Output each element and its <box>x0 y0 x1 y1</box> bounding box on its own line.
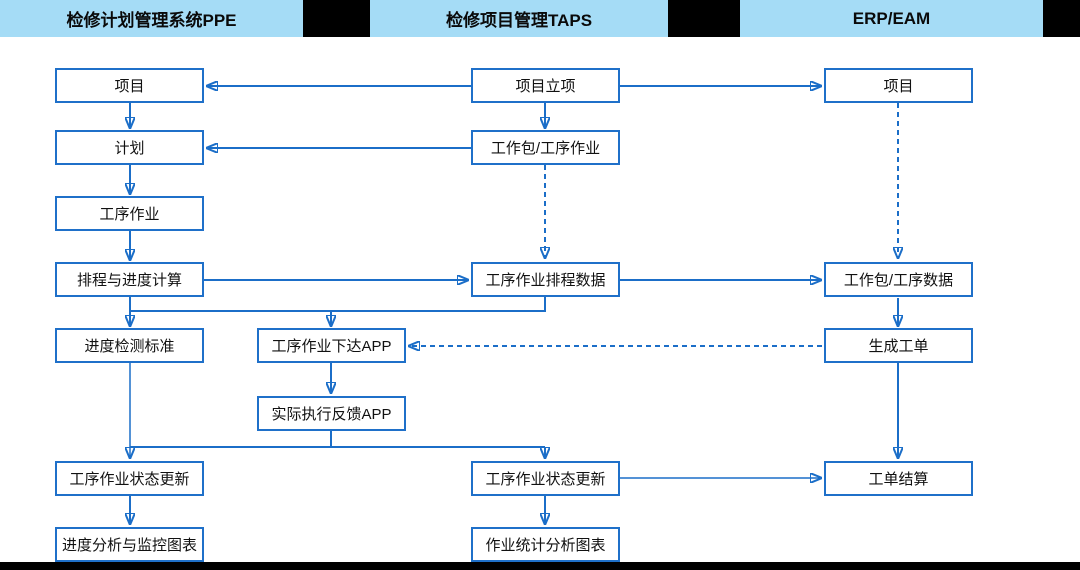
node-taps-status-update: 工序作业状态更新 <box>471 461 620 496</box>
node-taps-workpackage-op: 工作包/工序作业 <box>471 130 620 165</box>
node-ppe-process-operation: 工序作业 <box>55 196 204 231</box>
header-erp-eam: ERP/EAM <box>740 0 1043 37</box>
edge-merge-bus-row5 <box>130 297 546 312</box>
node-ppe-scheduling: 排程与进度计算 <box>55 262 204 297</box>
node-erp-generate-workorder: 生成工单 <box>824 328 973 363</box>
node-erp-project: 项目 <box>824 68 973 103</box>
node-ppe-status-update: 工序作业状态更新 <box>55 461 204 496</box>
header-ppe: 检修计划管理系统PPE <box>0 0 303 37</box>
node-ppe-progress-standard: 进度检测标准 <box>55 328 204 363</box>
node-taps-release-app: 工序作业下达APP <box>257 328 406 363</box>
header-taps: 检修项目管理TAPS <box>370 0 668 37</box>
node-taps-stats-chart: 作业统计分析图表 <box>471 527 620 562</box>
node-taps-feedback-app: 实际执行反馈APP <box>257 396 406 431</box>
bottom-black-strip <box>0 562 1080 570</box>
node-ppe-plan: 计划 <box>55 130 204 165</box>
node-taps-project-init: 项目立项 <box>471 68 620 103</box>
node-ppe-progress-chart: 进度分析与监控图表 <box>55 527 204 562</box>
node-erp-workpackage-data: 工作包/工序数据 <box>824 262 973 297</box>
node-taps-scheduling-data: 工序作业排程数据 <box>471 262 620 297</box>
node-ppe-project: 项目 <box>55 68 204 103</box>
node-erp-workorder-settlement: 工单结算 <box>824 461 973 496</box>
